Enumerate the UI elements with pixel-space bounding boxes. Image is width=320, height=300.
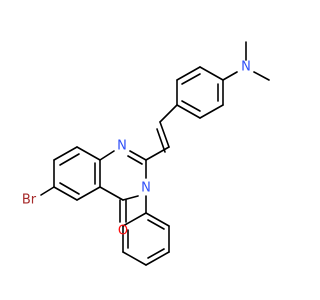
atom-n3-label: N bbox=[141, 181, 151, 196]
bond bbox=[99, 150, 115, 161]
bond bbox=[76, 146, 101, 161]
bond bbox=[53, 146, 78, 161]
bond bbox=[159, 121, 170, 148]
bond bbox=[199, 66, 224, 81]
atom-amine-n-label: N bbox=[241, 60, 251, 75]
bond bbox=[40, 186, 55, 196]
bond bbox=[145, 146, 170, 161]
bond bbox=[176, 104, 201, 119]
bond bbox=[122, 195, 139, 201]
bond bbox=[122, 212, 147, 227]
atom-n1-label: N bbox=[117, 139, 127, 154]
atom-bromine-label: Br bbox=[22, 193, 37, 208]
bond bbox=[253, 71, 270, 81]
bond bbox=[76, 186, 101, 201]
bond bbox=[127, 155, 143, 165]
atom-oxygen-label: O bbox=[118, 224, 128, 239]
bond bbox=[99, 186, 124, 201]
bond bbox=[59, 153, 80, 166]
bond bbox=[156, 128, 166, 153]
bond bbox=[222, 71, 238, 81]
bond bbox=[147, 219, 165, 230]
bond bbox=[181, 100, 201, 112]
bond bbox=[53, 186, 78, 201]
bond bbox=[147, 248, 165, 259]
bond bbox=[59, 182, 80, 195]
bond bbox=[181, 73, 201, 85]
bond bbox=[129, 150, 147, 161]
bond bbox=[199, 104, 224, 119]
molecule-structure: N N N O Br bbox=[22, 41, 270, 266]
bond bbox=[176, 66, 201, 81]
bond bbox=[122, 251, 147, 266]
structure-canvas: N N N O Br bbox=[21, 41, 270, 266]
atom-labels: N N N O Br bbox=[22, 60, 251, 239]
bond bbox=[145, 251, 170, 266]
bond bbox=[145, 212, 170, 227]
bonds bbox=[40, 41, 270, 266]
bond bbox=[159, 104, 178, 123]
